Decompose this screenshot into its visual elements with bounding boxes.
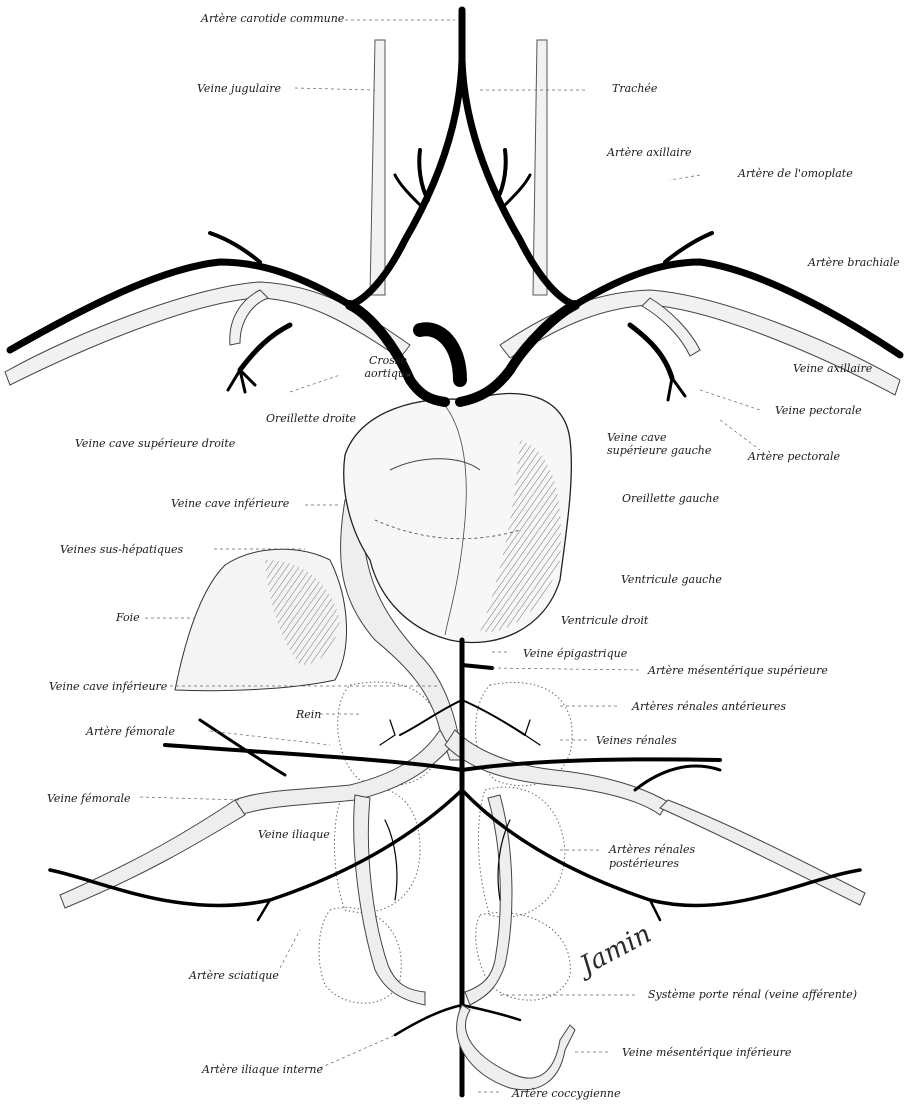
label-veine-jugulaire: Veine jugulaire (197, 82, 281, 95)
label-veine-femorale: Veine fémorale (47, 792, 131, 805)
label-arteres-renales-anterieures: Artères rénales antérieures (632, 700, 786, 713)
label-trachee: Trachée (612, 82, 657, 95)
label-veine-epigastrique: Veine épigastrique (523, 647, 627, 660)
label-rein: Rein (296, 708, 321, 721)
label-veines-sus-hepatiques: Veines sus-hépatiques (60, 543, 183, 556)
label-arteres-renales-posterieures-line1: Artères rénales (609, 843, 695, 856)
label-ventricule-droit: Ventricule droit (561, 614, 648, 627)
label-crosse-aortique: Crosse aortique (358, 354, 418, 380)
label-ventricule-gauche: Ventricule gauche (621, 573, 722, 586)
label-veine-axillaire: Veine axillaire (793, 362, 872, 375)
label-artere-coccygienne: Artère coccygienne (512, 1087, 620, 1100)
label-oreillette-droite: Oreillette droite (266, 412, 356, 425)
label-arteres-renales-posterieures-line2: postérieures (609, 857, 679, 870)
label-artere-sciatique: Artère sciatique (189, 969, 279, 982)
label-systeme-porte-renal: Système porte rénal (veine afférente) (648, 988, 857, 1001)
label-veine-cave-inferieure-lower: Veine cave inférieure (49, 680, 167, 693)
label-artere-omoplate: Artère de l'omoplate (738, 167, 853, 180)
label-artere-axillaire: Artère axillaire (607, 146, 692, 159)
label-veine-mesenterique-inferieure: Veine mésentérique inférieure (622, 1046, 791, 1059)
label-artere-brachiale: Artère brachiale (808, 256, 900, 269)
label-veine-cave-superieure-droite: Veine cave supérieure droite (75, 437, 235, 450)
label-artere-iliaque-interne: Artère iliaque interne (202, 1063, 323, 1076)
label-artere-carotide-commune: Artère carotide commune (201, 12, 344, 25)
label-artere-femorale: Artère fémorale (86, 725, 175, 738)
label-veine-cave-superieure-gauche: Veine cave supérieure gauche (607, 431, 717, 457)
label-foie: Foie (116, 611, 140, 624)
label-oreillette-gauche: Oreillette gauche (622, 492, 719, 505)
label-artere-mesenterique-superieure: Artère mésentérique supérieure (648, 664, 828, 677)
label-veine-cave-inferieure-upper: Veine cave inférieure (171, 497, 289, 510)
label-veine-pectorale: Veine pectorale (775, 404, 862, 417)
label-artere-pectorale: Artère pectorale (748, 450, 840, 463)
label-veines-renales: Veines rénales (596, 734, 677, 747)
liver (175, 549, 346, 690)
label-veine-iliaque: Veine iliaque (258, 828, 330, 841)
